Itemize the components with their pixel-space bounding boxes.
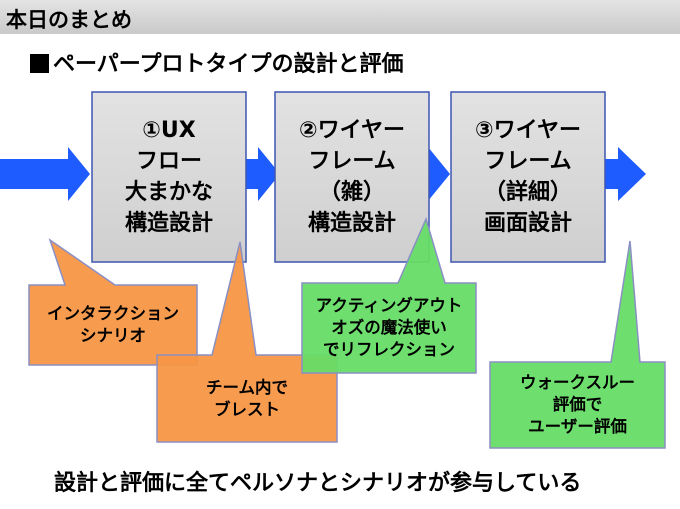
page-title: 本日のまとめ <box>6 8 132 32</box>
callout-brainstorm-label: チーム内で ブレスト <box>205 377 288 419</box>
section-heading-text: ペーパープロトタイプの設計と評価 <box>53 52 404 77</box>
callout-walkthrough-label: ウォークスルー 評価で ユーザー評価 <box>519 373 635 436</box>
callout-acting-label: アクティングアウト オズの魔法使い でリフレクション <box>315 296 463 359</box>
step-1: ①UX フロー 大まかな 構造設計 <box>92 92 246 262</box>
callout-shape-interaction <box>28 238 198 366</box>
flow-arrow-in <box>0 147 90 201</box>
square-bullet-icon <box>30 54 49 73</box>
callout-shape-acting <box>301 216 477 374</box>
step-2-label: ②ワイヤー フレーム （雑） 構造設計 <box>299 118 405 236</box>
callout-interaction: インタラクション シナリオ <box>29 285 197 365</box>
callout-shape-brainstorm <box>156 241 338 443</box>
flow-arrow-1-2 <box>240 147 280 201</box>
callout-shape-walkthrough <box>489 240 666 449</box>
callout-brainstorm: チーム内で ブレスト <box>157 355 337 442</box>
step-box-3 <box>450 91 606 263</box>
step-1-label: ①UX フロー 大まかな 構造設計 <box>124 118 213 236</box>
step-box-1 <box>91 91 247 263</box>
callout-acting: アクティングアウト オズの魔法使い でリフレクション <box>302 283 476 373</box>
footer-statement: 設計と評価に全てペルソナとシナリオが参与している <box>54 471 582 496</box>
title-bar: 本日のまとめ <box>0 0 680 34</box>
step-2: ②ワイヤー フレーム （雑） 構造設計 <box>275 92 429 262</box>
callout-interaction-label: インタラクション シナリオ <box>47 304 179 345</box>
section-heading: ペーパープロトタイプの設計と評価 <box>30 46 403 78</box>
callout-walkthrough: ウォークスルー 評価で ユーザー評価 <box>490 362 665 448</box>
step-3: ③ワイヤー フレーム （詳細） 画面設計 <box>451 92 605 262</box>
step-box-2 <box>274 91 430 263</box>
step-3-label: ③ワイヤー フレーム （詳細） 画面設計 <box>475 118 581 236</box>
